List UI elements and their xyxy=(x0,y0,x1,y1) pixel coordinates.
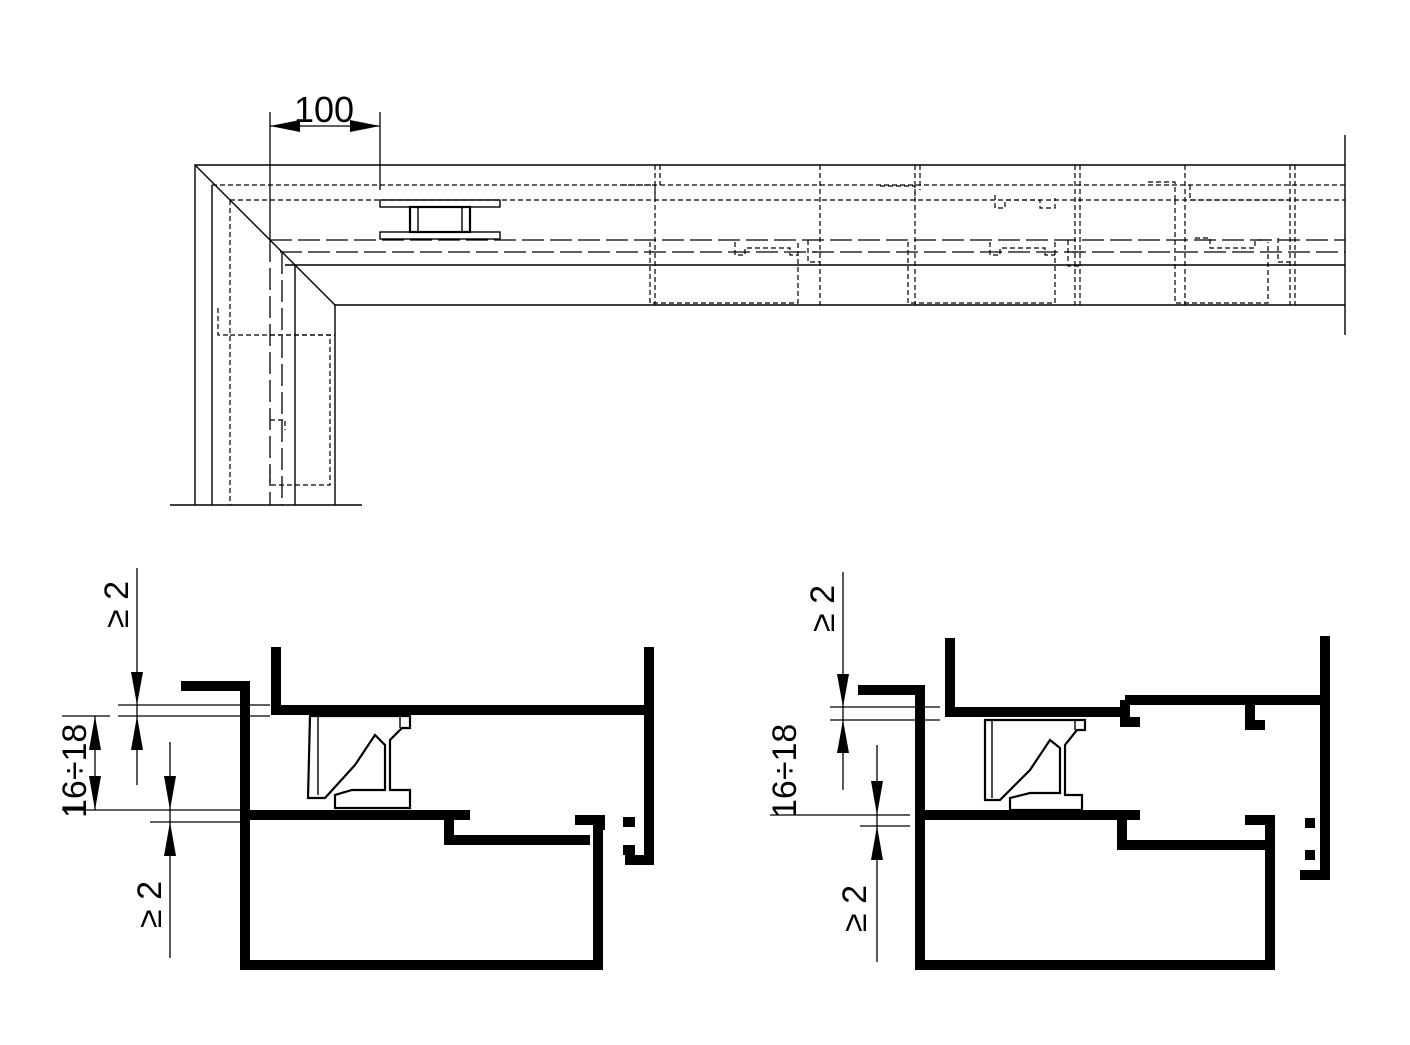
left-bottom-clearance-label: ≥ 2 xyxy=(131,881,169,928)
corner-cleat xyxy=(379,199,501,240)
gasket-left xyxy=(306,714,412,810)
right-top-clearance-label: ≥ 2 xyxy=(804,585,842,632)
section-right: ≥ 2 16÷18 ≥ 2 xyxy=(766,572,1330,970)
top-view-frame-corner: 100 xyxy=(170,89,1346,506)
right-glass-range-label: 16÷18 xyxy=(766,724,804,818)
left-top-clearance-label: ≥ 2 xyxy=(98,581,136,628)
dimension-100: 100 xyxy=(269,89,381,240)
gasket-right xyxy=(983,718,1087,812)
section-left: ≥ 2 16÷18 ≥ 2 xyxy=(56,568,654,970)
left-glass-range-label: 16÷18 xyxy=(56,724,94,818)
right-bottom-clearance-label: ≥ 2 xyxy=(836,885,874,932)
dimension-100-label: 100 xyxy=(294,89,354,130)
